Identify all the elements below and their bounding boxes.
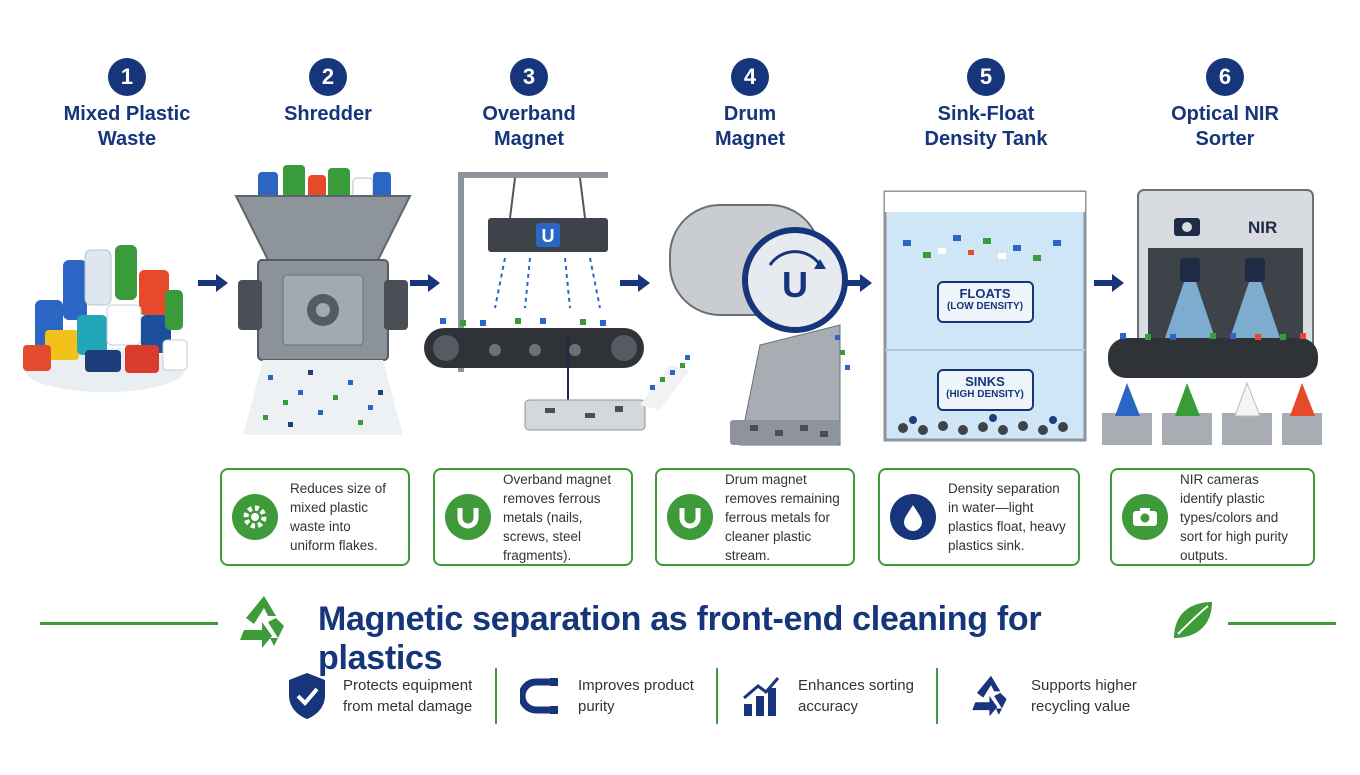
shredder-description-card: Reduces size of mixed plastic waste into… <box>220 468 410 566</box>
overband-magnet-illustration: U <box>424 172 646 431</box>
flow-arrow-icon <box>198 274 228 292</box>
step-title: Overband Magnet <box>482 103 576 150</box>
benefit-improves-purity: Improves product purity <box>520 668 703 724</box>
benefit-text: Improves product purity <box>578 677 694 715</box>
floats-label: FLOATS (LOW DENSITY) <box>940 286 1030 312</box>
recycle-icon <box>972 675 1007 717</box>
flow-arrow-icon <box>620 274 650 292</box>
magnet-icon <box>667 494 713 540</box>
bar-chart-icon <box>743 677 780 716</box>
step-title: Drum Magnet <box>715 103 785 150</box>
step-number: 4 <box>731 58 769 96</box>
nir-label: NIR <box>1248 218 1278 237</box>
recycle-icon <box>240 596 284 648</box>
banner-divider-right <box>1228 622 1336 625</box>
step-header-5: 5 Sink-Float Density Tank <box>901 58 1071 152</box>
card-text: Reduces size of mixed plastic waste into… <box>290 481 387 553</box>
card-text: Drum magnet removes remaining ferrous me… <box>725 471 840 563</box>
step-header-2: 2 Shredder <box>243 58 413 127</box>
step-title: Optical NIR Sorter <box>1171 103 1279 150</box>
step-number: 6 <box>1206 58 1244 96</box>
benefit-text: Protects equipment from metal damage <box>343 677 473 715</box>
step-header-4: 4 Drum Magnet <box>665 58 835 152</box>
benefit-text: Enhances sorting accuracy <box>798 677 914 715</box>
floats-text: FLOATS <box>959 286 1011 301</box>
water-drop-icon <box>890 494 936 540</box>
sinks-text: SINKS <box>965 374 1005 389</box>
step-header-6: 6 Optical NIR Sorter <box>1140 58 1310 152</box>
leaf-icon <box>1174 602 1212 638</box>
card-text: NIR cameras identify plastic types/color… <box>1180 471 1289 563</box>
overband-magnet-description-card: Overband magnet removes ferrous metals (… <box>433 468 633 566</box>
gear-icon <box>232 494 278 540</box>
flow-arrow-icon <box>1094 274 1124 292</box>
magnet-icon <box>445 494 491 540</box>
banner-title: Magnetic separation as front-end cleanin… <box>318 600 1042 677</box>
benefit-divider <box>495 668 497 724</box>
step-number: 2 <box>309 58 347 96</box>
flow-arrow-icon <box>410 274 440 292</box>
step-header-3: 3 Overband Magnet <box>444 58 614 152</box>
step-number: 1 <box>108 58 146 96</box>
drum-magnet-illustration: U <box>640 204 850 446</box>
sinks-subtext: (HIGH DENSITY) <box>946 389 1024 400</box>
shredder-illustration <box>234 165 412 435</box>
step-header-1: 1 Mixed Plastic Waste <box>42 58 212 152</box>
step-title: Sink-Float Density Tank <box>924 103 1048 150</box>
card-text: Overband magnet removes ferrous metals (… <box>503 471 612 563</box>
step-title: Mixed Plastic Waste <box>63 103 191 150</box>
magnet-icon <box>520 678 558 714</box>
banner-divider-left <box>40 622 218 625</box>
nir-sorter-description-card: NIR cameras identify plastic types/color… <box>1110 468 1315 566</box>
floats-subtext: (LOW DENSITY) <box>946 301 1024 312</box>
svg-text:U: U <box>542 226 555 246</box>
nir-sorter-illustration <box>1102 189 1322 445</box>
drum-magnet-description-card: Drum magnet removes remaining ferrous me… <box>655 468 855 566</box>
plastic-waste-pile-illustration <box>23 245 188 392</box>
benefit-enhances-accuracy: Enhances sorting accuracy <box>740 668 923 724</box>
density-tank-description-card: Density separation in water—light plasti… <box>878 468 1080 566</box>
svg-text:U: U <box>782 264 808 305</box>
benefit-text: Supports higher recycling value <box>1031 677 1137 715</box>
step-title: Shredder <box>284 103 372 125</box>
benefit-divider <box>716 668 718 724</box>
shield-icon <box>289 673 325 719</box>
step-number: 3 <box>510 58 548 96</box>
camera-icon <box>1174 218 1200 236</box>
sink-float-tank-illustration <box>883 190 1087 442</box>
step-number: 5 <box>967 58 1005 96</box>
benefit-divider <box>936 668 938 724</box>
benefit-protects-equipment: Protects equipment from metal damage <box>285 668 473 724</box>
benefit-recycling-value: Supports higher recycling value <box>965 668 1151 724</box>
flow-arrow-icon <box>842 274 872 292</box>
sinks-label: SINKS (HIGH DENSITY) <box>940 374 1030 400</box>
card-text: Density separation in water—light plasti… <box>948 481 1066 553</box>
camera-icon <box>1122 494 1168 540</box>
